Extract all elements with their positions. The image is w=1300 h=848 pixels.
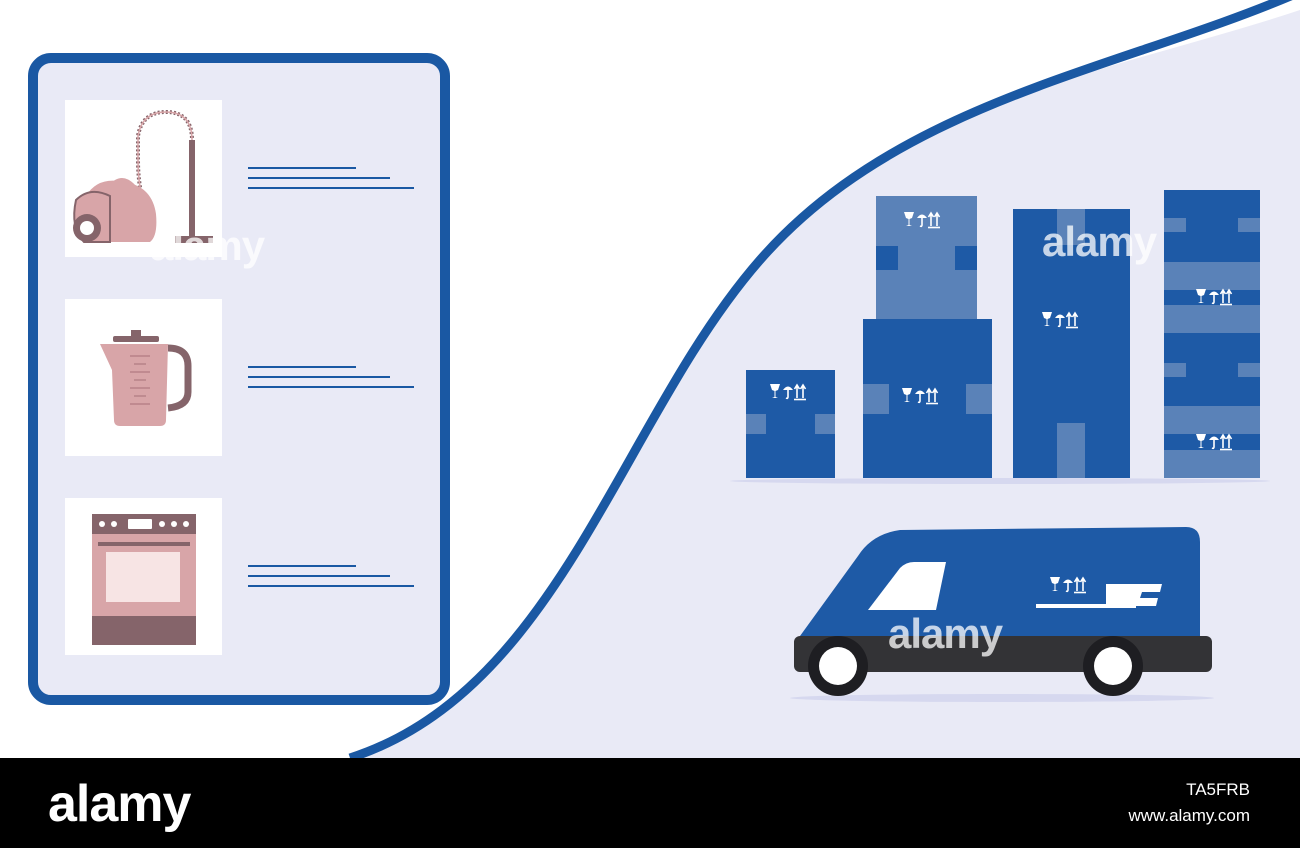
delivery-van-icon bbox=[790, 527, 1214, 702]
stacked-boxes bbox=[730, 190, 1270, 484]
van-fragile-marks bbox=[1036, 576, 1162, 608]
watermark-footer: alamy TA5FRB www.alamy.com bbox=[0, 758, 1300, 848]
alamy-logo: alamy bbox=[48, 775, 191, 833]
medium-box-stack bbox=[863, 196, 992, 478]
electric-kettle-icon bbox=[100, 330, 192, 426]
kitchen-stove-icon bbox=[92, 514, 196, 645]
image-id: TA5FRB bbox=[1186, 780, 1250, 799]
list-item-vacuum bbox=[65, 100, 414, 257]
site-url: www.alamy.com bbox=[1128, 806, 1250, 825]
vacuum-cleaner-icon bbox=[73, 109, 213, 243]
curved-divider bbox=[348, 0, 1293, 758]
item-1-text-lines bbox=[248, 167, 414, 189]
delivery-illustration bbox=[28, 0, 1300, 758]
list-item-stove bbox=[65, 498, 414, 655]
right-box-stack bbox=[1164, 190, 1260, 478]
small-box bbox=[746, 370, 835, 478]
item-3-text-lines bbox=[248, 565, 414, 587]
tall-box bbox=[1013, 209, 1130, 478]
list-item-kettle bbox=[65, 299, 414, 456]
item-2-text-lines bbox=[248, 366, 414, 388]
